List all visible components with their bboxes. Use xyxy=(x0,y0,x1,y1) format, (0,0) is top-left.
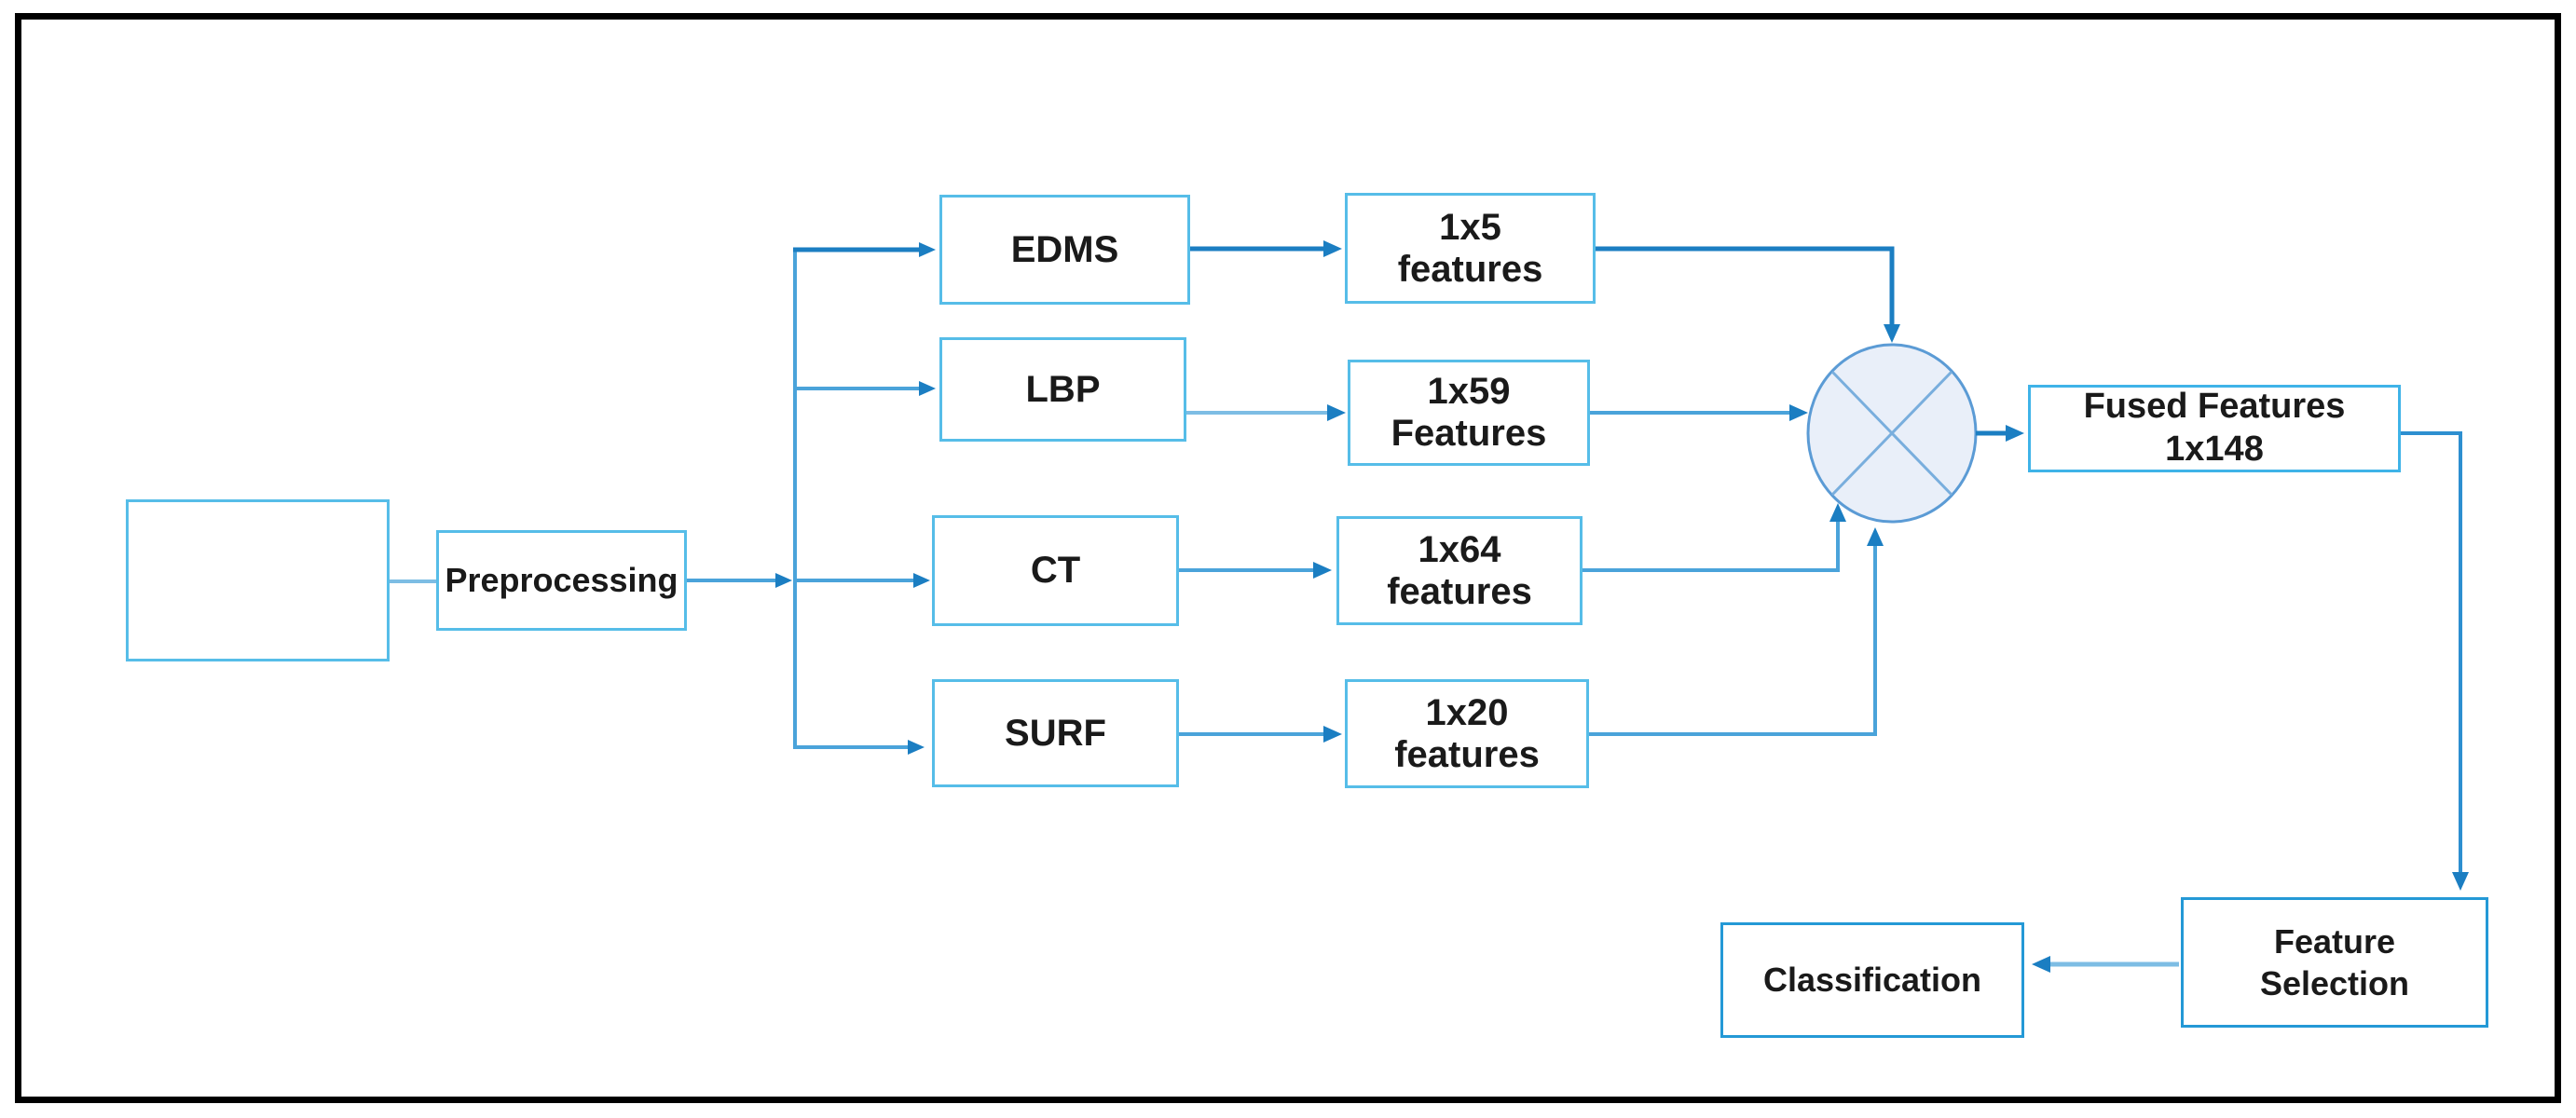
signature-input-box xyxy=(126,499,390,661)
arrowhead xyxy=(2032,956,2050,973)
edms-features-line2: features xyxy=(1397,248,1543,290)
connector-preprocessing-junction xyxy=(687,573,792,588)
connector-junction-ct xyxy=(797,573,930,588)
ct-label: CT xyxy=(1030,550,1081,592)
arrowhead xyxy=(1313,562,1332,579)
connector-fusion-fusedfeatures xyxy=(1976,425,2024,442)
connector-featureselection-classification xyxy=(2032,956,2179,973)
connector-surf-features xyxy=(1179,726,1342,743)
fusion-junction-icon xyxy=(1806,343,1978,524)
arrowhead xyxy=(2006,425,2024,442)
arrowhead xyxy=(919,242,936,257)
ct-box: CT xyxy=(932,515,1179,626)
feature-selection-line1: Feature xyxy=(2273,922,2396,961)
arrowhead xyxy=(1327,404,1346,421)
surf-box: SURF xyxy=(932,679,1179,787)
arrowhead xyxy=(1884,324,1900,343)
feature-selection-line2: Selection xyxy=(2259,964,2410,1002)
surf-features-box: 1x20 features xyxy=(1345,679,1589,788)
classification-box: Classification xyxy=(1720,922,2024,1038)
edms-features-line1: 1x5 xyxy=(1439,206,1501,248)
arrowhead xyxy=(913,573,930,588)
connector-junction-edms xyxy=(793,242,936,257)
arrowhead xyxy=(908,740,925,755)
arrowhead xyxy=(1323,726,1342,743)
arrowhead xyxy=(775,573,792,588)
lbp-features-line2: Features xyxy=(1391,413,1547,454)
ct-features-line2: features xyxy=(1387,570,1532,612)
lbp-label: LBP xyxy=(1025,368,1101,410)
arrowhead xyxy=(1867,527,1884,546)
surf-label: SURF xyxy=(1005,712,1106,754)
arrowhead xyxy=(1829,503,1846,522)
connector-edms-features xyxy=(1190,240,1342,257)
fused-features-line1: Fused Features xyxy=(2083,387,2346,427)
edms-features-box: 1x5 features xyxy=(1345,193,1596,304)
classification-label: Classification xyxy=(1762,960,1982,999)
surf-features-line1: 1x20 xyxy=(1425,691,1509,733)
arrowhead xyxy=(1323,240,1342,257)
edms-label: EDMS xyxy=(1010,228,1119,270)
connector-features1x5-fusion xyxy=(1596,246,1900,343)
connector-features1x59-fusion xyxy=(1590,404,1808,421)
connector-junction-surf xyxy=(795,740,925,755)
preprocessing-label: Preprocessing xyxy=(445,560,678,599)
lbp-features-box: 1x59 Features xyxy=(1348,360,1590,466)
arrowhead xyxy=(1789,404,1808,421)
arrowhead xyxy=(2452,872,2469,891)
ct-features-box: 1x64 features xyxy=(1336,516,1583,625)
connector-junction-lbp xyxy=(793,381,936,396)
connector-ct-features xyxy=(1179,562,1332,579)
connector-features1x64-fusion xyxy=(1583,503,1846,572)
surf-features-line2: features xyxy=(1394,733,1540,775)
feature-selection-box: Feature Selection xyxy=(2181,897,2488,1028)
connector-fusedfeatures-featureselection xyxy=(2401,431,2469,891)
preprocessing-box: Preprocessing xyxy=(436,530,687,631)
lbp-box: LBP xyxy=(939,337,1186,442)
arrowhead xyxy=(919,381,936,396)
edms-box: EDMS xyxy=(939,195,1190,305)
lbp-features-line1: 1x59 xyxy=(1427,371,1511,413)
connector-features1x20-fusion xyxy=(1589,527,1884,736)
ct-features-line1: 1x64 xyxy=(1418,528,1501,570)
fused-features-line2: 1x148 xyxy=(2165,429,2264,469)
connector-lbp-features xyxy=(1186,404,1346,421)
fused-features-box: Fused Features 1x148 xyxy=(2028,385,2401,472)
